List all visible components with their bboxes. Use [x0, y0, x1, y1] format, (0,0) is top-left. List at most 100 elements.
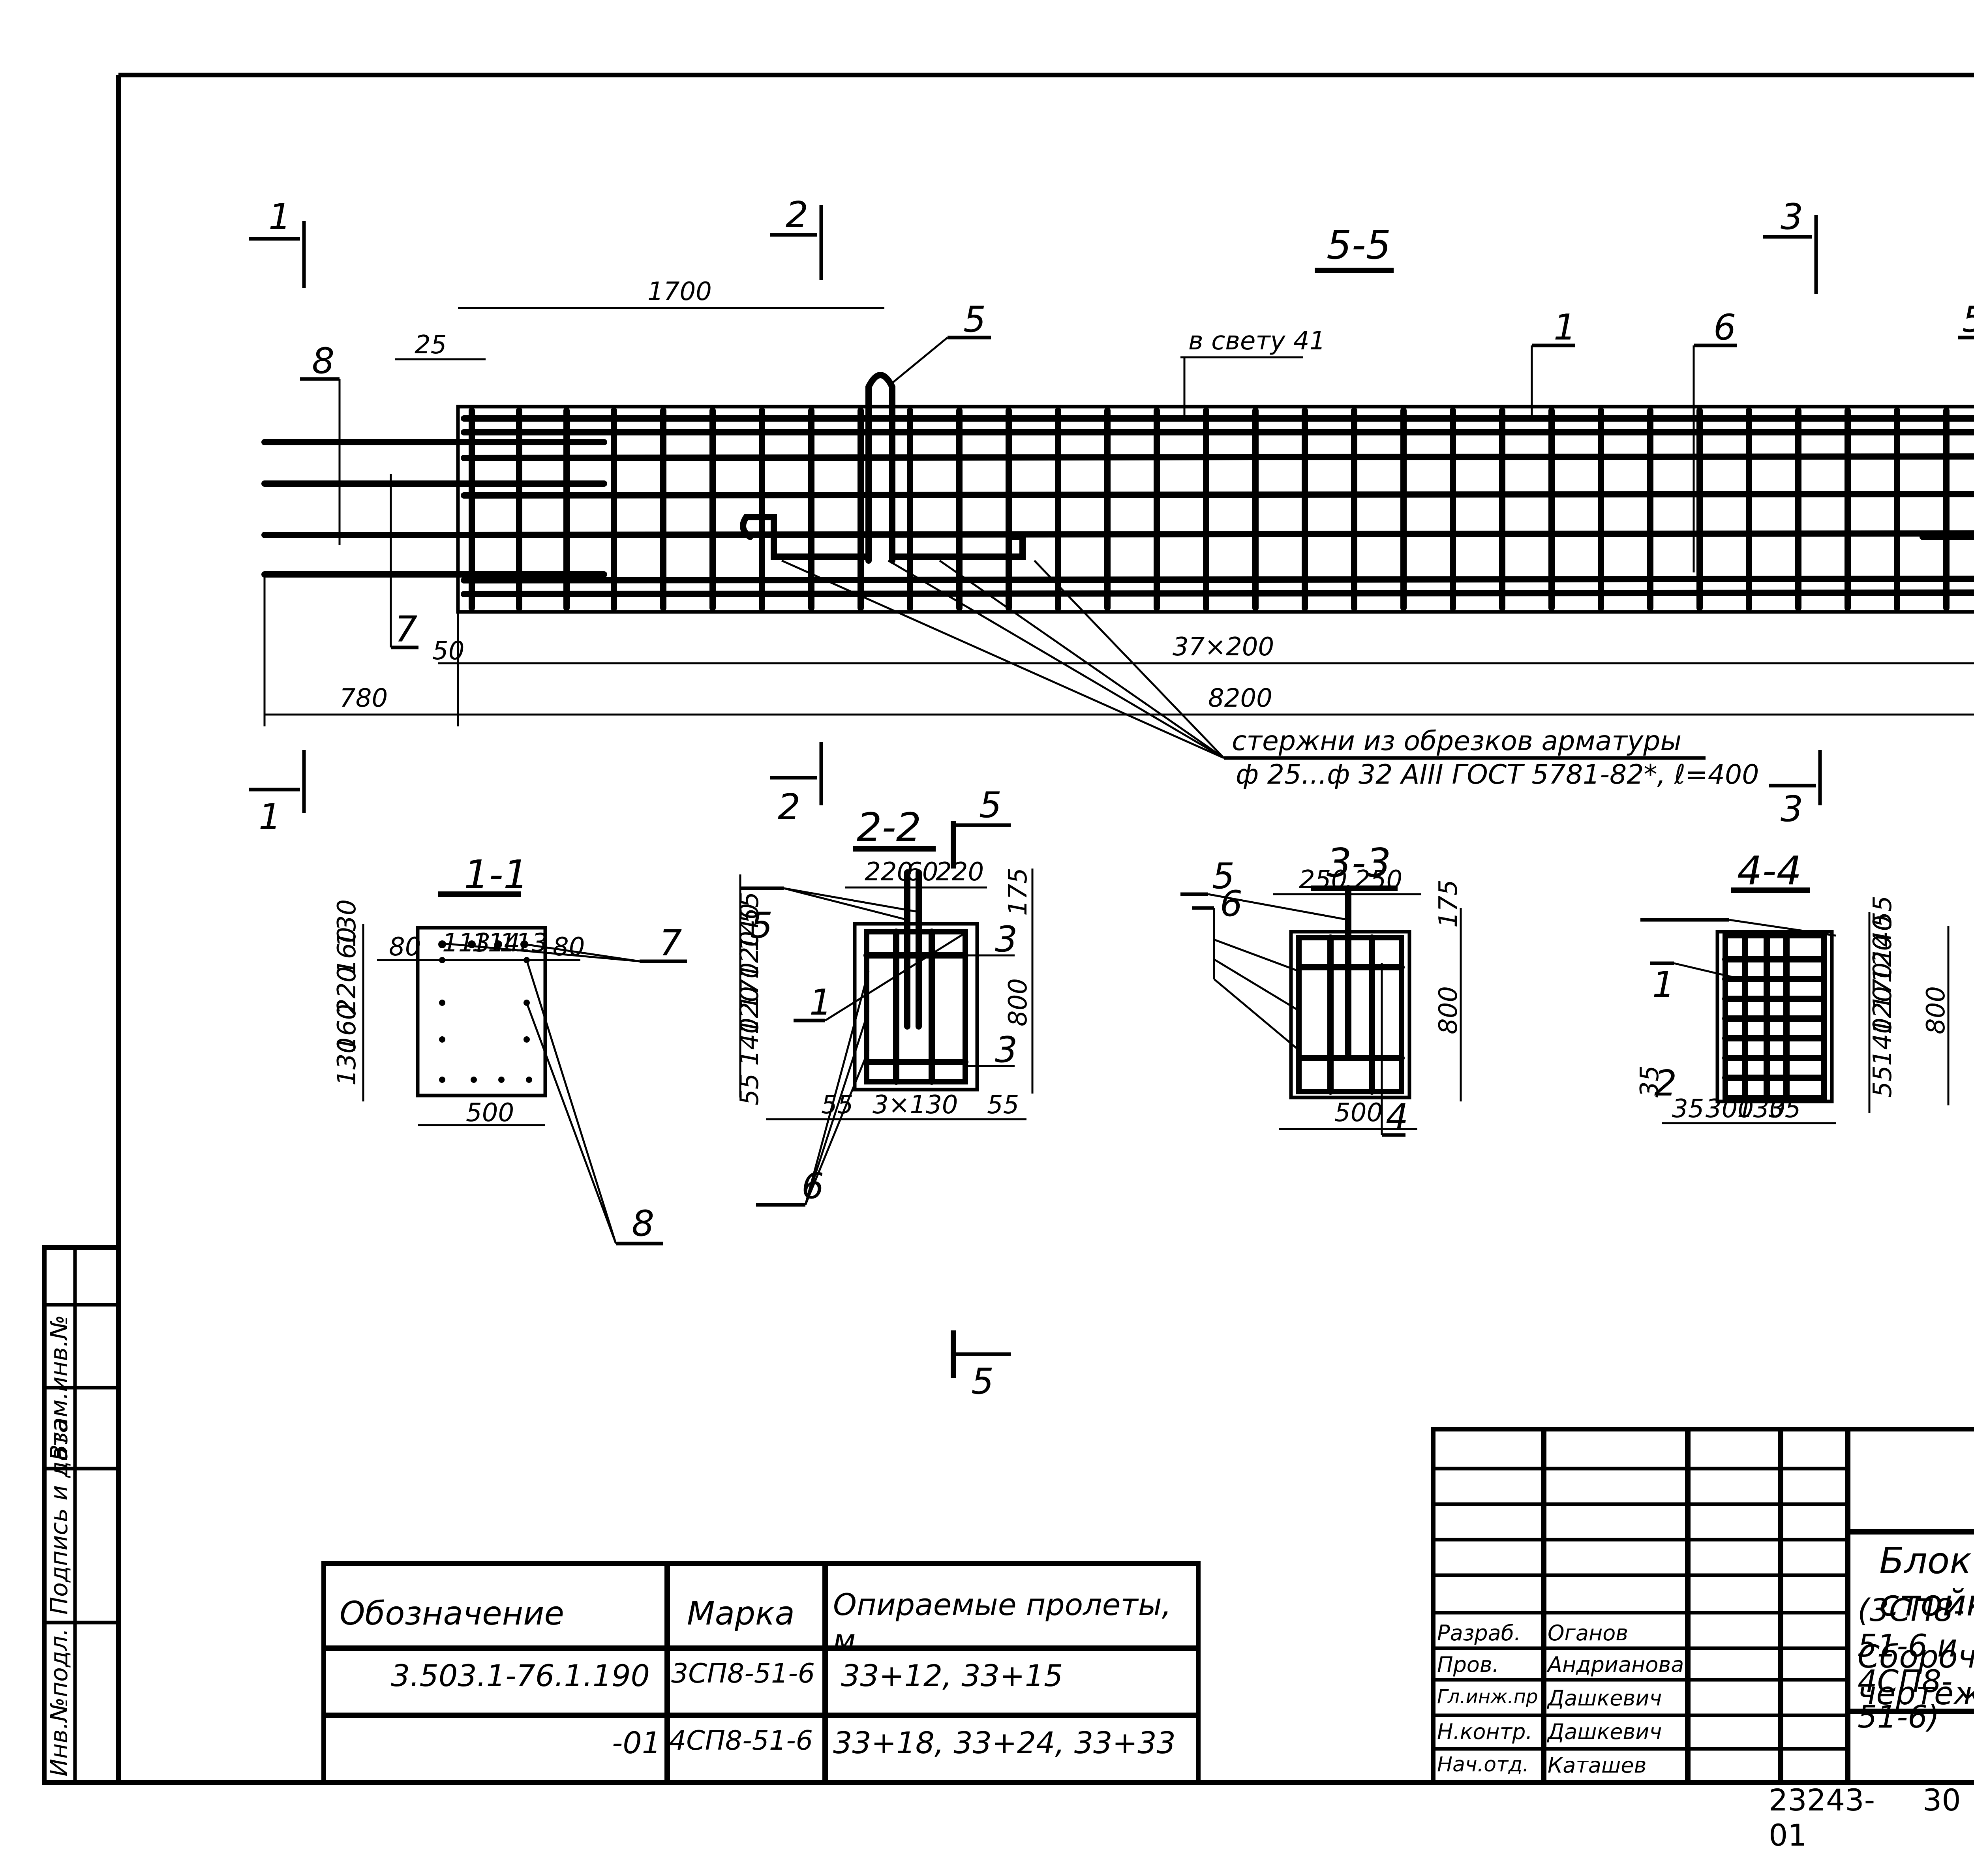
svg-text:4-4: 4-4 — [1737, 848, 1801, 894]
section-marks-bottom: 1 2 3 4 — [249, 742, 1822, 838]
svg-text:7: 7 — [659, 923, 682, 964]
svg-text:800: 800 — [1434, 986, 1463, 1034]
svg-text:3: 3 — [1781, 196, 1803, 238]
svg-text:5: 5 — [963, 299, 986, 340]
svg-text:500: 500 — [1334, 1098, 1383, 1127]
section-mark-2-top: 2 — [770, 194, 823, 280]
svg-text:3: 3 — [1781, 788, 1803, 830]
svg-text:35: 35 — [1769, 1094, 1801, 1124]
svg-text:780: 780 — [340, 684, 388, 713]
sig-name-3: Дашкевич — [1548, 1686, 1662, 1711]
svg-text:7: 7 — [395, 609, 417, 650]
svg-text:220: 220 — [332, 966, 362, 1015]
sig-role-1: Разраб. — [1437, 1621, 1521, 1645]
svg-text:175: 175 — [1004, 868, 1033, 916]
svg-text:1: 1 — [259, 796, 281, 838]
svg-text:300: 300 — [1706, 1094, 1754, 1124]
svg-text:5: 5 — [750, 905, 773, 946]
side-stamp-signature-date: Подпись и дата — [45, 1418, 73, 1615]
svg-text:35: 35 — [1635, 1066, 1664, 1097]
sig-role-5: Нач.отд. — [1437, 1753, 1529, 1777]
svg-text:220: 220 — [865, 857, 913, 887]
svg-text:220: 220 — [936, 857, 984, 887]
section-3-3: 3-3 250 250 175 800 500 5 6 4 — [1180, 840, 1463, 1138]
elevation-title: 5-5 — [1327, 222, 1391, 268]
svg-text:6: 6 — [1220, 883, 1242, 925]
svg-text:130: 130 — [332, 899, 362, 947]
svg-text:120: 120 — [735, 931, 764, 979]
svg-text:800: 800 — [1921, 986, 1951, 1034]
section-1-1: 1-1 80 113 114 113 80 130 160 220 160 13… — [332, 852, 687, 1246]
svg-text:55: 55 — [735, 892, 764, 924]
svg-text:3: 3 — [995, 1029, 1017, 1071]
spec-header-spans: Опираемые пролеты, м — [833, 1587, 1171, 1658]
svg-text:1: 1 — [268, 196, 291, 238]
svg-text:175: 175 — [1434, 880, 1463, 928]
svg-text:5: 5 — [979, 784, 1002, 826]
side-stamp: Инв.№подл. Подпись и дата Взам.инв.№ — [42, 1245, 121, 1785]
svg-text:8200: 8200 — [1208, 684, 1272, 713]
svg-text:4: 4 — [1386, 1096, 1408, 1138]
svg-text:500: 500 — [466, 1098, 514, 1127]
doc-name-line-2: (3СП8-51-6 и 4СП8-51-6) — [1858, 1593, 1965, 1735]
svg-text:140: 140 — [735, 903, 764, 951]
svg-text:2: 2 — [1654, 1063, 1677, 1104]
svg-text:800: 800 — [1004, 978, 1033, 1026]
sig-name-1: Оганов — [1548, 1621, 1629, 1645]
svg-text:170: 170 — [735, 962, 764, 1011]
doc-name-line-3: Сборочный чертеж — [1858, 1638, 1974, 1712]
sig-role-4: Н.контр. — [1437, 1719, 1533, 1744]
spec-row-1-mark: 3СП8-51-6 — [671, 1658, 815, 1689]
svg-text:37×200: 37×200 — [1173, 632, 1274, 662]
svg-text:55: 55 — [987, 1090, 1019, 1120]
svg-text:6: 6 — [1713, 307, 1736, 348]
svg-text:5: 5 — [971, 1361, 994, 1402]
archive-suffix: 30 — [1923, 1782, 1961, 1818]
svg-text:2: 2 — [778, 786, 800, 828]
spec-row-1-designation: 3.503.1-76.1.190 — [391, 1658, 650, 1693]
sig-name-5: Каташев — [1548, 1753, 1647, 1778]
svg-text:120: 120 — [735, 986, 764, 1034]
side-stamp-inv-no: Инв.№подл. — [45, 1628, 73, 1777]
svg-text:160: 160 — [332, 927, 362, 975]
svg-text:130: 130 — [1737, 1094, 1785, 1124]
svg-text:2: 2 — [786, 194, 808, 236]
spec-row-1-spans: 33+12, 33+15 — [841, 1658, 1063, 1693]
svg-text:130: 130 — [332, 1037, 362, 1086]
svg-text:55: 55 — [735, 1073, 764, 1105]
sig-name-2: Андрианова — [1548, 1652, 1684, 1677]
svg-text:55: 55 — [1868, 1066, 1897, 1097]
svg-text:в свету 41: в свету 41 — [1188, 326, 1325, 356]
sig-name-4: Дашкевич — [1548, 1719, 1662, 1744]
svg-text:1: 1 — [1554, 307, 1576, 348]
svg-text:3: 3 — [995, 919, 1017, 960]
svg-text:140: 140 — [735, 1018, 764, 1066]
spec-header-mark: Марка — [687, 1595, 795, 1632]
spec-row-2-mark: 4СП8-51-6 — [669, 1725, 813, 1756]
svg-text:1-1: 1-1 — [464, 852, 528, 898]
svg-text:60: 60 — [906, 857, 938, 887]
svg-text:8: 8 — [312, 340, 334, 382]
svg-text:140: 140 — [1868, 915, 1897, 963]
archive-number: 23243-01 — [1769, 1782, 1875, 1853]
svg-text:120: 120 — [1868, 986, 1897, 1034]
sig-role-3: Гл.инж.пр — [1437, 1686, 1538, 1708]
sig-role-2: Пров. — [1437, 1652, 1499, 1677]
side-stamp-replace-inv: Взам.инв.№ — [45, 1315, 73, 1461]
spec-header-designation: Обозначение — [340, 1595, 564, 1632]
spec-table-text: Обозначение Марка Опираемые пролеты, м 3… — [324, 1563, 1198, 1782]
spec-table — [321, 1561, 1201, 1785]
svg-text:50: 50 — [432, 636, 464, 666]
note-line-2: ф 25...ф 32 АIII ГОСТ 5781-82*, ℓ=400 — [1236, 759, 1759, 790]
elevation-view: 5-5 1 2 3 4 — [249, 194, 1974, 838]
svg-text:35: 35 — [1672, 1094, 1704, 1124]
section-mark-3-top: 3 — [1763, 196, 1818, 294]
svg-text:25: 25 — [415, 330, 447, 360]
svg-text:160: 160 — [332, 1004, 362, 1052]
svg-text:55: 55 — [1868, 896, 1897, 928]
title-block — [1431, 1427, 1974, 1785]
svg-text:250: 250 — [1354, 865, 1402, 895]
svg-text:80: 80 — [553, 932, 585, 962]
spec-row-2-designation: -01 — [612, 1725, 661, 1760]
